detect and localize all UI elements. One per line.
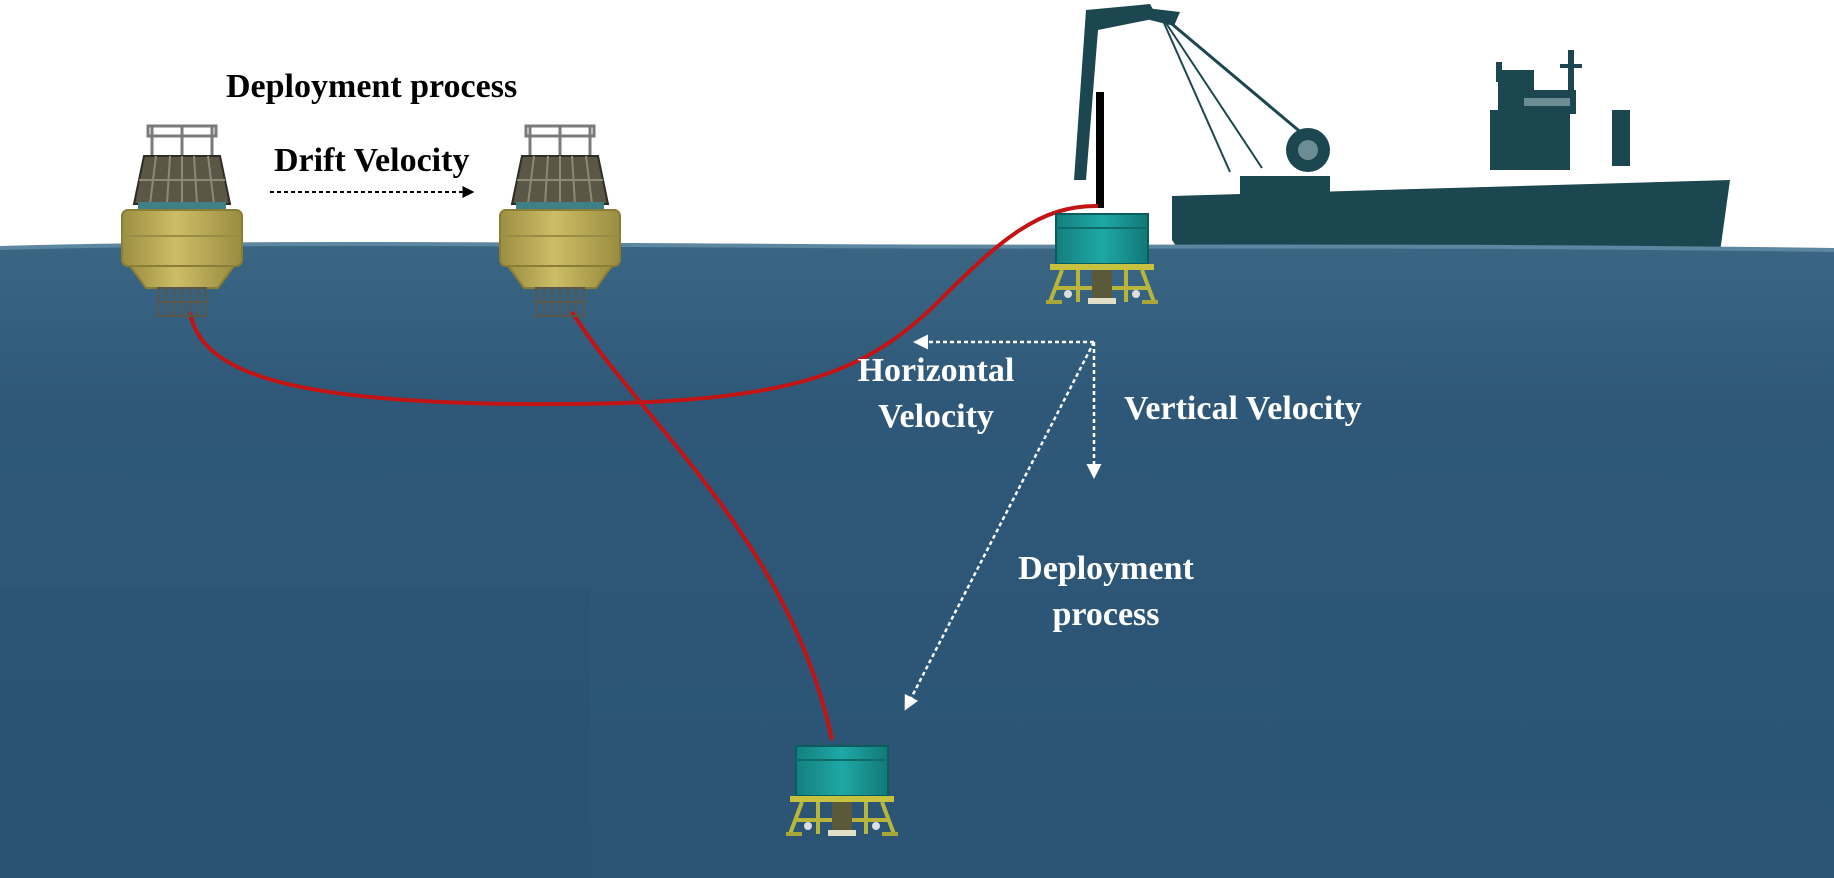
sea-shade-right: [1282, 600, 1834, 878]
horizontal-velocity-label: Horizontal Velocity: [840, 348, 1032, 440]
horizontal-velocity-line2: Velocity: [878, 398, 994, 435]
drift-velocity-label: Drift Velocity: [274, 142, 470, 179]
tether-cable-buoy-one: [188, 203, 1099, 407]
lowering-cable: [1096, 92, 1104, 208]
crane-ship-icon: [1074, 4, 1730, 252]
vertical-velocity-label: Vertical Velocity: [1124, 390, 1362, 427]
tether-cable-buoy-two: [570, 310, 834, 741]
deployment-path-arrow: [904, 341, 1096, 711]
deployment-process-title: Deployment process: [226, 68, 518, 105]
deployment-process-label: Deployment process: [986, 546, 1226, 638]
sea-shade-left: [0, 588, 590, 878]
deployment-process-line2: process: [1052, 596, 1160, 633]
horizontal-velocity-line1: Horizontal: [857, 352, 1015, 389]
deployment-process-line1: Deployment: [1018, 550, 1194, 587]
